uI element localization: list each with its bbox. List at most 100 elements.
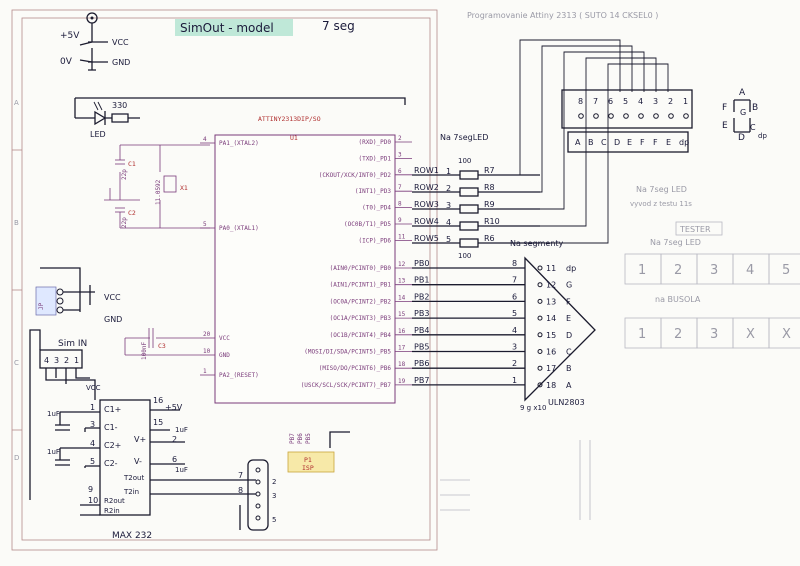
connector-seg-label: F	[653, 138, 658, 147]
mcu-right-pin-num: 14	[398, 294, 406, 301]
uln-in-pin: 3	[512, 343, 517, 352]
row-resistor-ref: R10	[484, 217, 500, 226]
row-resistor	[459, 170, 479, 180]
uln-seg-label: dp	[566, 264, 576, 273]
seg-a: A	[739, 88, 746, 98]
mcu-left-pin-num: 1	[203, 368, 207, 375]
uln-in-pin: 7	[512, 276, 517, 285]
max-plus5v: +5V	[165, 403, 183, 412]
uln-in-pin: 1	[512, 376, 517, 385]
max-vm: V-	[134, 457, 142, 466]
connector-pin-number: 5	[623, 97, 628, 106]
uln-out-pin: 11	[546, 264, 556, 273]
title-highlight	[175, 19, 293, 36]
connector-pin	[623, 113, 629, 119]
max-pin-5: 5	[90, 457, 95, 466]
max-pin-15: 15	[153, 418, 163, 427]
led: 330 LED	[74, 97, 406, 139]
power-header: VCC GND JP	[35, 267, 122, 324]
tester-box-value: X	[746, 327, 755, 342]
mcu-right-pin-num: 6	[398, 168, 402, 175]
seg-e: E	[722, 121, 728, 131]
connector-pin-number: 6	[608, 97, 613, 106]
decoupling-value: 100nF	[141, 342, 148, 360]
bussola-label: na BUSOLA	[655, 295, 701, 304]
connector-seg-label: dp	[679, 138, 689, 147]
mcu-right-pin-num: 15	[398, 311, 406, 318]
connector-pin-number: 2	[668, 97, 673, 106]
connector-pin-number: 8	[578, 97, 583, 106]
max232-label: MAX 232	[112, 531, 152, 541]
isp-ref: P1	[304, 456, 312, 464]
mcu-right-pin-num: 16	[398, 328, 406, 335]
uln-out-dot	[537, 365, 543, 371]
sim-in-pin-4: 4	[44, 356, 49, 365]
row-net-label: ROW4	[414, 217, 439, 226]
mcu-right-pin-num: 11	[398, 233, 406, 240]
connector-pin	[668, 113, 674, 119]
row-net-label: ROW2	[414, 183, 439, 192]
row-seg-number: 5	[446, 235, 451, 244]
tester-box	[768, 317, 800, 349]
connector-seg-label: F	[640, 138, 645, 147]
connector-pin	[638, 113, 644, 119]
mcu-right-pin-name: (OC0A/PCINT2)_PB2	[330, 298, 392, 305]
tester-notes: Na 7seg LED vyvod z testu 11s TESTER Na …	[624, 185, 800, 349]
row-resistor	[459, 187, 479, 197]
row-net-label: ROW1	[414, 166, 439, 175]
mcu-right-pin-num: 13	[398, 278, 406, 285]
frame-letter-a: A	[14, 99, 19, 107]
db9-pin-5: 5	[272, 516, 276, 524]
frame-letter-b: B	[14, 219, 19, 227]
max-cap-3: 1uF	[175, 426, 188, 434]
power-input: +5V 0V VCC GND	[60, 12, 130, 71]
bus-line	[540, 63, 669, 244]
max-r2in: R2in	[104, 507, 120, 515]
vcc-label: VCC	[112, 38, 129, 47]
sim-in-label: Sim IN	[58, 339, 87, 349]
uln-net-label: PB7	[414, 376, 429, 385]
gnd-label: GND	[112, 58, 130, 67]
max-c1m: C1-	[104, 423, 118, 432]
tester-box-value: 1	[638, 263, 646, 278]
mcu-right-pin-name: (USCK/SCL/SCK/PCINT7)_PB7	[301, 382, 392, 389]
mcu-left-pin-name: PA2_(RESET)	[219, 372, 259, 379]
uln-out-dot	[537, 315, 543, 321]
max-pin-7: 7	[238, 471, 243, 480]
mcu-right-pin-name: (CKOUT/XCK/INT0)_PD2	[319, 172, 392, 179]
seg-d: D	[738, 133, 745, 143]
uln-net-label: PB5	[414, 343, 429, 352]
mcu-ref: U1	[290, 134, 298, 142]
mcu-left-pin-name: PA1_(XTAL2)	[219, 140, 259, 147]
mcu-left-pin-name: PA0_(XTAL1)	[219, 225, 259, 232]
row-net-label: ROW3	[414, 200, 439, 209]
mcu-left-pin-num: 20	[203, 331, 211, 338]
tester-box-value: 2	[674, 263, 682, 278]
mcu-right-pin-name: (ICP)_PD6	[358, 237, 391, 244]
mcu-right-pin-num: 3	[398, 151, 402, 158]
connector-pin	[608, 113, 614, 119]
mcu-right-pin-num: 17	[398, 345, 406, 352]
seg-b: B	[752, 103, 758, 113]
isp-header: P1 ISP PB7 PB6 PB5	[287, 431, 350, 473]
db9-pin-2: 2	[272, 478, 276, 486]
uln-out-dot	[537, 332, 543, 338]
tester-box-value: X	[782, 327, 791, 342]
isp-pin-pb7: PB7	[289, 433, 296, 444]
connector-seg-label: E	[627, 138, 632, 147]
mcu-right-pin-name: (TXD)_PD1	[358, 155, 391, 162]
sheet-frame: A B C D	[11, 9, 438, 551]
seg-legend: A F B G E C D dp	[722, 88, 767, 143]
max-pin-3: 3	[90, 420, 95, 429]
max-c2p: C2+	[104, 441, 121, 450]
uln-net-label: PB0	[414, 259, 429, 268]
crystal-value: 11.0592	[155, 179, 162, 205]
uln-name: ULN2803	[548, 398, 585, 407]
frame-letter-c: C	[14, 359, 19, 367]
plus5v-label: +5V	[60, 31, 80, 41]
uln-seg-label: A	[566, 381, 572, 390]
